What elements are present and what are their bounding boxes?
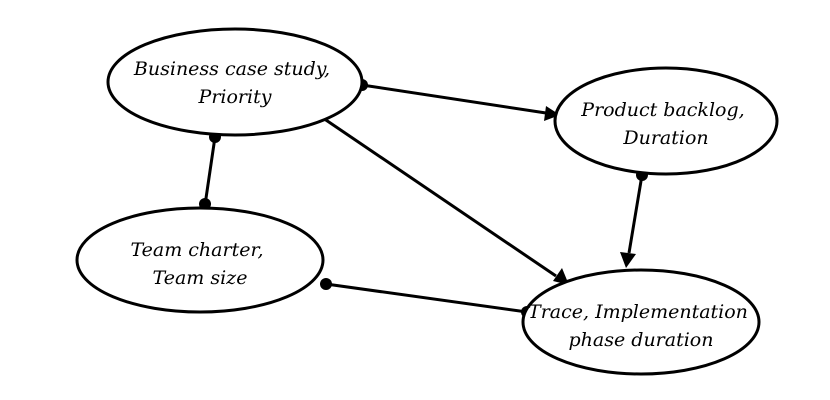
node-line: Product backlog, xyxy=(580,99,744,121)
node-line: Trace, Implementation xyxy=(528,301,748,323)
edge-tail-dot xyxy=(320,278,332,290)
node-business-case-study-label: Business case study, Priority xyxy=(133,58,336,108)
node-trace-implementation-label: Trace, Implementation phase duration xyxy=(528,301,754,351)
edge-business-to-backlog xyxy=(356,79,560,121)
node-trace-implementation: Trace, Implementation phase duration xyxy=(521,268,761,376)
node-line: Team charter, xyxy=(130,239,263,261)
node-line: Business case study, xyxy=(133,58,330,80)
node-line: Team size xyxy=(153,267,248,289)
node-line: Priority xyxy=(198,86,272,108)
node-business-case-study-shape xyxy=(106,27,364,137)
edge-business-to-trace xyxy=(319,114,569,285)
node-line: phase duration xyxy=(569,329,714,351)
node-team-charter-shape xyxy=(75,206,325,314)
node-product-backlog-shape xyxy=(553,66,779,176)
node-product-backlog: Product backlog, Duration xyxy=(553,66,779,176)
node-team-charter: Team charter, Team size xyxy=(75,206,325,314)
nodes-layer: Business case study, Priority Product ba… xyxy=(75,27,779,376)
edge-business-to-team xyxy=(199,131,221,210)
node-product-backlog-label: Product backlog, Duration xyxy=(580,99,750,149)
node-business-case-study: Business case study, Priority xyxy=(106,27,364,137)
edge-arrowhead xyxy=(544,106,560,121)
edge-team-to-trace xyxy=(320,278,533,318)
edge-arrowhead xyxy=(620,252,636,268)
edge-backlog-to-trace xyxy=(620,169,648,268)
node-trace-implementation-shape xyxy=(521,268,761,376)
node-line: Duration xyxy=(622,127,708,149)
node-team-charter-label: Team charter, Team size xyxy=(130,239,269,289)
